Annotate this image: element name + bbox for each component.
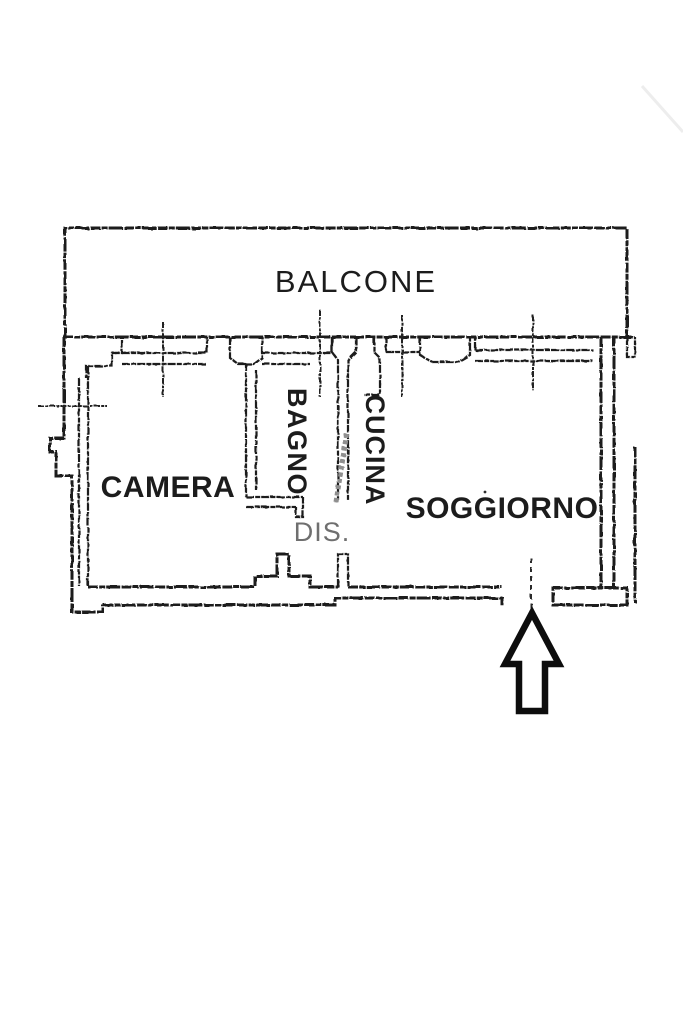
south-wall-outer xyxy=(103,596,504,607)
wall-linework xyxy=(38,226,637,616)
window-sill-2 xyxy=(262,337,334,366)
left-wall-outer xyxy=(48,337,105,614)
room-label-soggiorno: SOGGIORNO xyxy=(406,492,599,525)
corner-block-left xyxy=(84,340,124,378)
south-wall-inner xyxy=(88,552,338,589)
right-wall-stub xyxy=(625,337,637,359)
scan-speckle xyxy=(483,490,487,494)
wall-pier-2 xyxy=(418,337,472,364)
window-sill-1 xyxy=(122,337,209,366)
room-label-cucina: CUCINA xyxy=(360,395,390,506)
door-leaf xyxy=(333,431,350,503)
entrance-arrow-icon xyxy=(499,606,565,715)
south-wall-right-block xyxy=(551,586,629,607)
balcony-wall xyxy=(63,226,629,337)
shaft-wall-left-outer xyxy=(330,337,340,500)
wall-pier-1 xyxy=(228,337,264,366)
room-label-bagno: BAGNO xyxy=(282,388,312,496)
bagno-door-jamb xyxy=(294,497,305,519)
bagno-wall-bottom xyxy=(246,495,303,509)
scan-artifact xyxy=(640,85,683,133)
room-label-dis: DIS. xyxy=(294,517,351,547)
room-label-balcone: BALCONE xyxy=(275,264,437,299)
shaft-wall-left-inner xyxy=(346,337,358,500)
room-labels: BALCONE CAMERA BAGNO CUCINA SOGGIORNO DI… xyxy=(101,264,599,547)
south-wall-stub xyxy=(336,552,350,587)
shaft-wall-right xyxy=(364,337,382,397)
room-label-camera: CAMERA xyxy=(101,471,236,504)
